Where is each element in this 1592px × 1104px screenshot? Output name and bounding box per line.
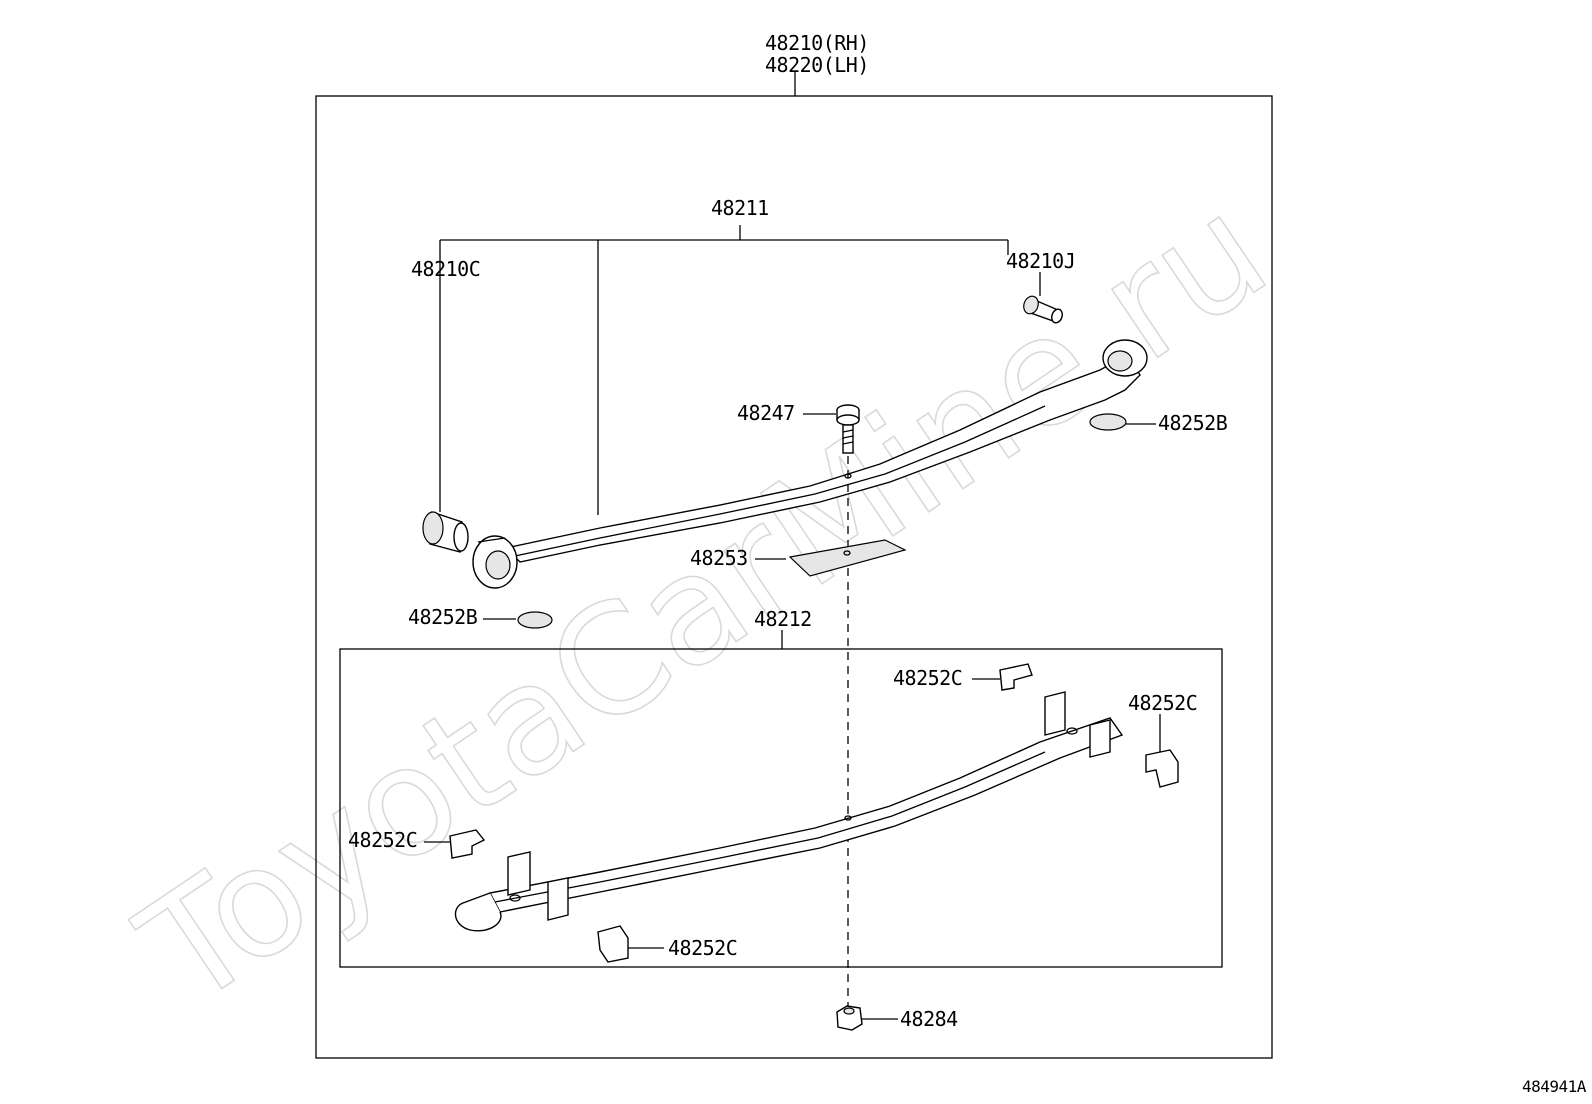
pad-b-left-part (517, 611, 553, 629)
label-pad-b-right: 48252B (1158, 411, 1228, 435)
label-assembly-lh: 48220(LH) (765, 53, 869, 77)
watermark: ToyotaCarMine.ru (112, 163, 1296, 1041)
label-clip-right: 48252C (1128, 691, 1197, 715)
clip-left-part (449, 829, 486, 859)
label-spacer: 48253 (690, 546, 748, 570)
spacer-part (788, 539, 907, 577)
main-leaf-spring (472, 339, 1148, 589)
clip-top-part (999, 663, 1033, 691)
spacer-hole (843, 550, 851, 556)
diagram-id: 484941A (1522, 1077, 1587, 1096)
label-center-bolt: 48247 (737, 401, 795, 425)
label-clip-top: 48252C (893, 666, 962, 690)
label-clip-left: 48252C (348, 828, 417, 852)
assembly-frame (315, 95, 1273, 1059)
label-assembly-rh: 48210(RH) (765, 31, 869, 55)
bushing-j-part (1023, 295, 1063, 324)
label-second-leaf: 48212 (754, 607, 812, 631)
second-leaf-frame (339, 648, 1223, 968)
second-leaf-spring (454, 691, 1124, 932)
label-bushing-c: 48210C (411, 257, 480, 281)
label-bushing-j: 48210J (1006, 249, 1075, 273)
center-bolt-part (836, 404, 860, 454)
label-clip-bottom: 48252C (668, 936, 737, 960)
label-pad-b-left: 48252B (408, 605, 478, 629)
label-nut: 48284 (900, 1007, 958, 1031)
pad-b-right-part (1089, 413, 1127, 431)
clip-right-part (1145, 749, 1179, 788)
label-main-leaf: 48211 (711, 196, 769, 220)
center-hole (844, 473, 852, 479)
nut-part (836, 1005, 863, 1031)
bushing-c-part (422, 511, 469, 553)
clip-bottom-part (597, 925, 629, 963)
